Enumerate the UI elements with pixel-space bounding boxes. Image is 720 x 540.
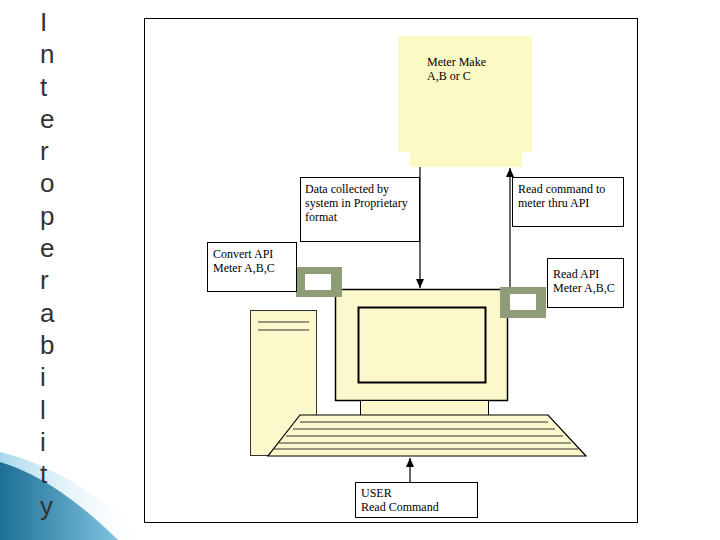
callout-box: Convert API Meter A,B,C: [207, 242, 297, 292]
user-arrow: [409, 458, 410, 482]
port-opening: [510, 294, 536, 310]
swoosh-light: [0, 452, 150, 540]
tower-slot: [258, 330, 309, 331]
box-text: Meter Make A,B or C: [427, 55, 501, 83]
keyboard-keys: [274, 422, 578, 449]
frame: [145, 19, 638, 523]
monitor-stand: [361, 401, 489, 416]
port-opening: [305, 274, 331, 290]
box-text: Data collected by system in Proprietary …: [305, 182, 419, 224]
meter-base: [410, 150, 522, 167]
callout-box: Read API Meter A,B,C: [547, 258, 624, 308]
command-arrow: [509, 168, 510, 287]
port-connector: [296, 267, 342, 297]
callout-box: Data collected by system in Proprietary …: [300, 177, 420, 242]
box-text: Read API Meter A,B,C: [553, 267, 621, 295]
box-text: Read command to meter thru API: [518, 182, 618, 210]
callout-box: Read command to meter thru API: [512, 177, 624, 227]
box-text: Read Command: [361, 500, 473, 514]
user-box: USERRead Command: [355, 482, 478, 518]
vertical-title: Interoperability: [40, 6, 80, 523]
monitor: [336, 290, 508, 401]
box-text: USER: [361, 486, 473, 500]
port-connector: [500, 287, 546, 318]
keyboard: [268, 415, 586, 456]
tower-slot: [258, 322, 309, 323]
screen: [359, 308, 486, 383]
meter-box: Meter Make A,B or C: [398, 36, 532, 152]
box-text: Convert API Meter A,B,C: [213, 247, 293, 275]
